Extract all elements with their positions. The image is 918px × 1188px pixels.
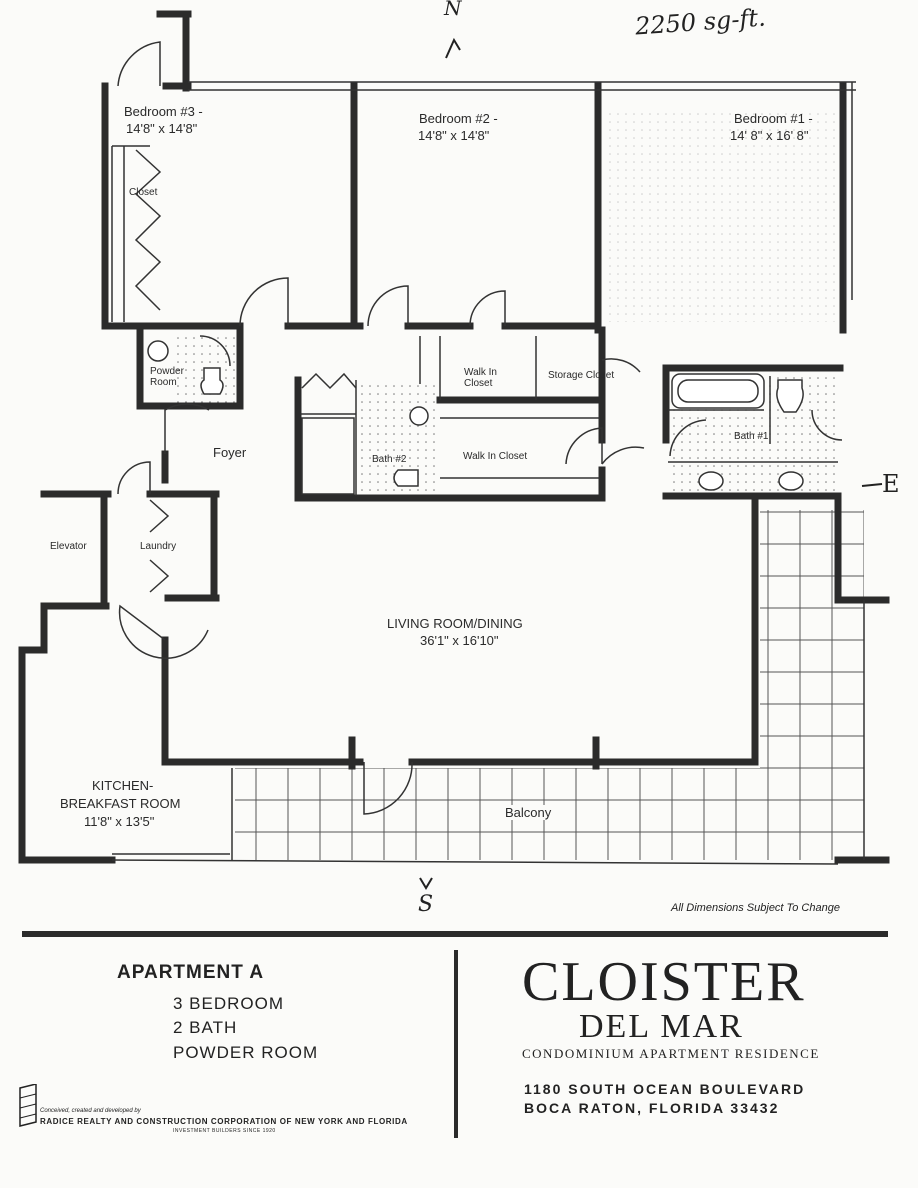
bedroom2-name: Bedroom #2 - [419,111,498,126]
walls [18,10,890,864]
credit-line-2: RADICE REALTY AND CONSTRUCTION CORPORATI… [40,1117,408,1126]
bath2-shower-icon [301,417,355,495]
elevator-label: Elevator [50,541,87,552]
bath1-tub-icon [671,373,765,409]
apartment-title: APARTMENT A [117,962,265,983]
bifold-doors [134,149,357,593]
walk-in-closet-upper-label-2: Closet [464,378,493,389]
bedroom3-dims: 14'8" x 14'8" [126,121,198,136]
storage-closet-label: Storage Closet [548,370,615,381]
dimensions-note: All Dimensions Subject To Change [671,902,840,914]
north-arrow-icon [445,37,461,59]
bath2-label: Bath #2 [372,454,407,465]
powder-room-label-1: Powder [150,366,184,377]
bath1-sink-right-icon [778,471,804,491]
bedroom3-name: Bedroom #3 - [124,104,203,119]
apartment-baths: 2 BATH [173,1018,238,1037]
north-mark: N [444,0,462,20]
panel-divider [454,950,458,1138]
south-mark: S [418,892,434,917]
powder-room-sink-icon [147,340,169,362]
balcony-floor [235,510,864,860]
east-mark: E [882,470,900,498]
kitchen-name-2: BREAKFAST ROOM [60,796,181,811]
kitchen-dims: 11'8" x 13'5" [84,814,155,829]
door-swings [117,41,843,815]
bedroom2-dims: 14'8" x 14'8" [418,128,490,143]
brand-subname: DEL MAR [579,1008,744,1045]
bath1-sink-left-icon [698,471,724,491]
apartment-bedrooms: 3 BEDROOM [173,994,285,1013]
address-line-1: 1180 SOUTH OCEAN BOULEVARD [524,1081,806,1097]
brand-tagline: CONDOMINIUM APARTMENT RESIDENCE [522,1046,820,1061]
walk-in-closet-upper-label-1: Walk In [464,367,497,378]
brand-name: CLOISTER [522,951,806,1013]
bedroom1-name: Bedroom #1 - [734,111,813,126]
east-arrow-icon [861,483,883,487]
bath1-label: Bath #1 [734,431,769,442]
powder-room-toilet-icon [200,367,224,395]
floor-plan-drawing [18,10,890,890]
bath2-toilet-icon [393,469,419,487]
address-line-2: BOCA RATON, FLORIDA 33432 [524,1100,780,1116]
compass-marks [419,37,883,890]
bath1-toilet-icon [776,379,804,413]
bedroom1-dims: 14' 8" x 16' 8" [730,128,809,143]
living-room-name: LIVING ROOM/DINING [387,616,523,631]
thin-lines [111,81,865,865]
balcony-label: Balcony [503,805,554,820]
fixtures [147,340,804,495]
apartment-powder: POWDER ROOM [173,1043,319,1062]
credit-line-1: Conceived, created and developed by [40,1108,141,1114]
builder-logo-icon [19,1084,37,1127]
credit-line-3: INVESTMENT BUILDERS SINCE 1920 [173,1128,276,1134]
bath-floor-texture [172,112,840,495]
walk-in-closet-lower-label: Walk In Closet [463,451,528,462]
laundry-label: Laundry [140,541,177,552]
living-room-dims: 36'1" x 16'10" [420,633,499,648]
south-arrow-icon [419,877,433,890]
bath2-sink-icon [409,406,429,426]
bottom-rule [22,931,888,937]
powder-room-label-2: Room [150,377,177,388]
kitchen-name-1: KITCHEN- [92,778,154,793]
foyer-label: Foyer [213,445,247,460]
closet-label: Closet [129,187,158,198]
